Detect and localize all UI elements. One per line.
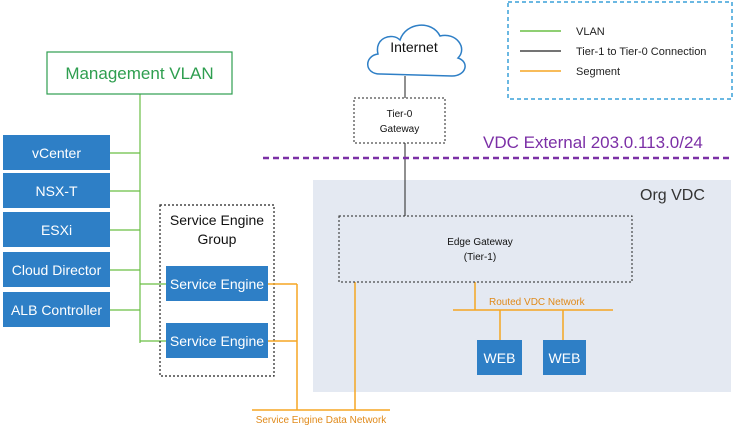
internet-cloud	[367, 24, 466, 77]
legend-tier-label: Tier-1 to Tier-0 Connection	[576, 46, 706, 58]
web-server-2-label: WEB	[549, 350, 581, 366]
vcenter-label: vCenter	[32, 145, 81, 161]
management-vlan-label: Management VLAN	[65, 64, 213, 83]
esxi-label: ESXi	[41, 222, 72, 238]
edge-gateway-line1: Edge Gateway	[447, 237, 513, 248]
legend-segment-label: Segment	[576, 66, 620, 78]
system-boxes: vCenter NSX-T ESXi Cloud Director ALB Co…	[3, 135, 110, 327]
nsx-t-box	[3, 173, 110, 208]
service-engine-2-label: Service Engine	[170, 333, 264, 349]
service-engine-group-title-1: Service Engine	[170, 212, 264, 228]
alb-controller-label: ALB Controller	[11, 302, 102, 318]
edge-gateway-line2: (Tier-1)	[464, 252, 496, 263]
management-vlan-box	[46, 51, 233, 95]
vcenter-box	[3, 135, 110, 170]
vdc-external-label: VDC External 203.0.113.0/24	[483, 133, 703, 152]
cloud-director-label: Cloud Director	[12, 262, 102, 278]
web-server-1	[477, 340, 522, 375]
edge-gateway-box	[338, 215, 633, 283]
tier0-gateway-box	[353, 97, 446, 144]
service-engine-2-box	[166, 323, 268, 358]
esxi-box	[3, 212, 110, 247]
web-server-2	[543, 340, 586, 375]
tier0-gateway-line2: Gateway	[380, 124, 419, 135]
nsx-t-label: NSX-T	[36, 183, 78, 199]
service-engine-group-box	[159, 204, 275, 377]
legend-vlan-label: VLAN	[576, 26, 605, 38]
web-server-1-label: WEB	[484, 350, 516, 366]
cloud-director-box	[3, 252, 110, 287]
service-engine-1-box	[166, 266, 268, 301]
segment-links	[252, 282, 613, 411]
se-data-network-label: Service Engine Data Network	[256, 415, 388, 426]
alb-controller-box	[3, 292, 110, 327]
service-engine-group-title-2: Group	[198, 231, 237, 247]
vlan-links	[110, 94, 166, 343]
org-vdc-label: Org VDC	[640, 187, 705, 204]
routed-vdc-network-label: Routed VDC Network	[489, 297, 586, 308]
service-engine-1-label: Service Engine	[170, 276, 264, 292]
tier0-gateway-line1: Tier-0	[387, 109, 413, 120]
internet-label: Internet	[390, 39, 438, 55]
